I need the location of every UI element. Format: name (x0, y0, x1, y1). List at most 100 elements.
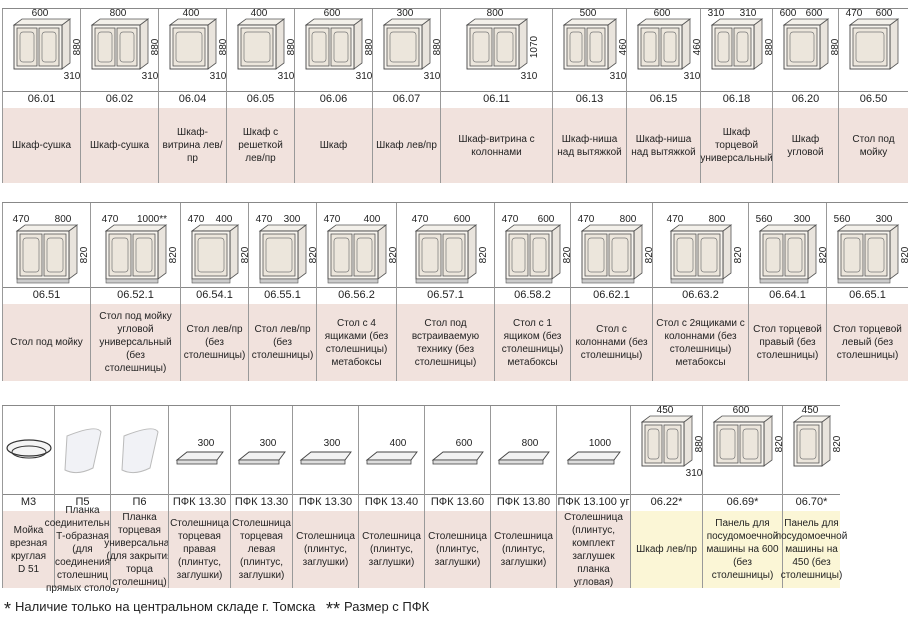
dim-depth: 310 (686, 468, 703, 479)
product-name: Мойка врезная круглая D 51 (3, 511, 54, 588)
dim-width: 400 (364, 214, 381, 225)
dim-depth: 470 (188, 214, 205, 225)
dim-depth: 470 (412, 214, 429, 225)
product-image: 800 (491, 406, 556, 494)
dim-width: 600 (876, 9, 893, 19)
dim-height: 820 (240, 246, 249, 263)
cabinet-drawing (326, 224, 388, 284)
dim-height: 880 (432, 38, 441, 55)
cabinet-drawing (636, 18, 692, 70)
footnote-double-star: ** (326, 599, 341, 619)
dim-height: 820 (832, 435, 841, 452)
dim-depth: 310 (64, 71, 81, 82)
dim-width: 300 (260, 438, 277, 449)
product-name: Панель для посудомоечной машины на 600 (… (703, 511, 782, 588)
product-code: 06.58.2 (495, 287, 570, 305)
dim-width: 800 (110, 9, 127, 19)
dim-depth: 600 (780, 9, 797, 19)
dim-depth: 310 (356, 71, 373, 82)
dim-height: 820 (900, 246, 909, 263)
dim-height: 880 (764, 38, 773, 55)
dim-height: 880 (150, 38, 159, 55)
product-image: 300 (169, 406, 230, 494)
product-code: 06.65.1 (827, 287, 908, 305)
cabinet-drawing (104, 224, 168, 284)
dim-depth: 560 (756, 214, 773, 225)
product-name: Стол торцевой правый (без столешницы) (749, 304, 826, 381)
product-name: Шкаф лев/пр (373, 108, 440, 183)
product-name: Стол с 4 ящиками (без столешницы) метабо… (317, 304, 396, 381)
product-code: ПФК 13.30 (293, 494, 358, 512)
product-code: П6 (111, 494, 168, 512)
cabinet-drawing (782, 18, 830, 70)
dim-height: 1070 (529, 35, 540, 58)
dim-width: 300 (324, 438, 341, 449)
dim-width: 600 (538, 214, 555, 225)
cabinet-drawing (710, 18, 764, 70)
dim-width: 300 (198, 438, 215, 449)
product-image: 800 1070 310 (441, 8, 552, 91)
product-name: Столешница торцевая левая (плинтус, загл… (231, 511, 292, 588)
product-name: Планка соединительная Т-образная (для со… (44, 505, 121, 594)
dim-height: 880 (830, 38, 839, 55)
dim-width: 600 (324, 9, 341, 19)
dim-width: 600 (456, 438, 473, 449)
dim-height: 880 (218, 38, 227, 55)
product-code: 06.01 (3, 91, 80, 109)
cabinet-drawing (848, 18, 900, 70)
product-code: 06.64.1 (749, 287, 826, 305)
dim-height: 460 (692, 38, 701, 55)
dim-depth: 560 (834, 214, 851, 225)
product-code: 06.55.1 (249, 287, 316, 305)
product-name: Шкаф-витрина с колоннами (441, 108, 552, 183)
footnote-size: **Размер с ПФК (326, 599, 429, 620)
dim-width: 800 (487, 9, 504, 19)
dim-width: 400 (183, 9, 200, 19)
product-code: 06.20 (773, 91, 838, 109)
product-code: 06.04 (159, 91, 226, 109)
dim-width: 300 (794, 214, 811, 225)
product-code: ПФК 13.100 уг (557, 494, 630, 512)
dim-width: 500 (580, 9, 597, 19)
product-name: Шкаф-сушка (81, 108, 158, 183)
dim-height: 820 (478, 246, 489, 263)
cabinet-drawing (792, 415, 832, 467)
dim-depth: 310 (521, 71, 538, 82)
footnote-stock: *Наличие только на центральном складе г.… (4, 599, 315, 620)
dim-width: 450 (657, 406, 674, 416)
dim-height: 460 (618, 38, 627, 55)
dim-width: 400 (390, 438, 407, 449)
dim-height: 820 (774, 435, 783, 452)
product-name: Стол с колоннами (без столешницы) (571, 304, 652, 381)
cabinet-drawing (304, 18, 364, 70)
accessory-drawing (237, 451, 286, 465)
accessory-drawing (299, 451, 352, 465)
dim-height: 820 (79, 246, 90, 263)
